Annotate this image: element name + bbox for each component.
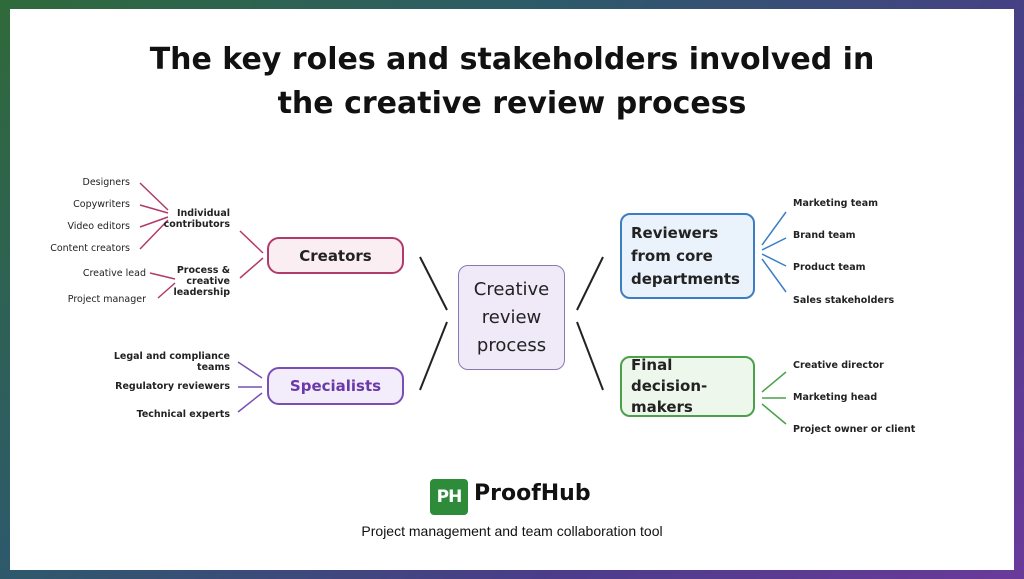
connector-center-creators [419, 256, 448, 311]
leaf-content-creators: Content creators [50, 243, 130, 254]
reviewers-line-3: departments [631, 269, 740, 288]
node-reviewers: Reviewers from core departments [620, 213, 755, 299]
node-final-decision-makers: Final decision- makers [620, 356, 755, 417]
leaf-copywriters: Copywriters [73, 199, 130, 210]
leaf-legal-compliance: Legal and compliance teams [114, 351, 230, 373]
leaf-technical-experts: Technical experts [136, 409, 230, 420]
leaf-project-manager: Project manager [67, 294, 146, 305]
final-line-2: makers [631, 398, 693, 416]
node-creators: Creators [267, 237, 404, 274]
title-line-2: the creative review process [277, 86, 747, 121]
node-creative-review-process: Creative review process [458, 265, 565, 370]
reviewers-connectors [761, 211, 787, 293]
leaf-marketing-head: Marketing head [793, 392, 878, 403]
group-process-leadership: Process & creative leadership [173, 265, 230, 298]
group-ic-line-1: Individual [176, 208, 230, 219]
creators-connectors [139, 182, 264, 299]
node-specialists: Specialists [267, 367, 404, 405]
leaf-regulatory-reviewers: Regulatory reviewers [115, 381, 230, 392]
group-ic-line-2: contributors [163, 219, 230, 230]
leaf-creative-lead: Creative lead [82, 268, 146, 279]
reviewers-line-1: Reviewers [631, 223, 719, 242]
proofhub-logo: PH [430, 479, 468, 515]
leaf-project-owner: Project owner or client [793, 424, 916, 435]
group-pl-line-1: Process & [176, 265, 230, 276]
group-individual-contributors: Individual contributors [164, 208, 230, 230]
leaf-designers: Designers [82, 177, 131, 188]
connector-center-final [576, 321, 604, 391]
leaf-legal-line-1: Legal and compliance [113, 351, 230, 362]
group-pl-line-3: leadership [173, 287, 230, 298]
leaf-marketing-team: Marketing team [793, 198, 879, 209]
brand-name: ProofHub [474, 481, 591, 506]
leaf-creative-director: Creative director [793, 360, 884, 371]
center-line-1: Creative [473, 278, 550, 300]
title-line-1: The key roles and stakeholders involved … [149, 42, 875, 77]
reviewers-line-2: from core [631, 246, 713, 265]
center-line-3: process [476, 334, 547, 356]
final-line-1: Final decision- [631, 356, 708, 395]
connector-center-reviewers [576, 256, 604, 311]
specialists-connectors [237, 361, 263, 413]
final-connectors [761, 371, 787, 425]
brand-tagline: Project management and team collaboratio… [361, 523, 663, 539]
connector-center-specialists [419, 321, 448, 391]
center-connectors [419, 256, 604, 391]
leaf-sales-stakeholders: Sales stakeholders [793, 295, 895, 306]
page-title: The key roles and stakeholders involved … [0, 38, 1024, 126]
group-pl-line-2: creative [186, 276, 230, 287]
leaf-video-editors: Video editors [67, 221, 130, 232]
leaf-brand-team: Brand team [793, 230, 856, 241]
leaf-product-team: Product team [793, 262, 866, 273]
leaf-legal-line-2: teams [197, 362, 230, 373]
center-line-2: review [481, 306, 542, 328]
